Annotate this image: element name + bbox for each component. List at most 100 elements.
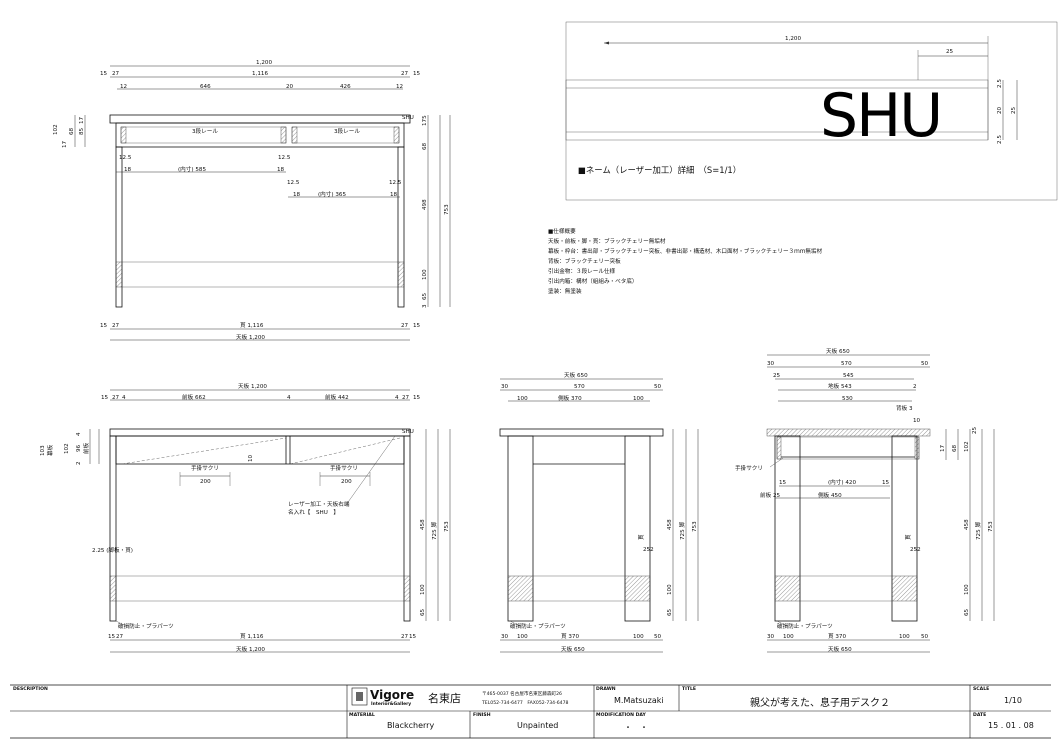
plan-edge-15-r: 15 [413, 71, 421, 77]
section-front-25: 前板 25 [760, 491, 781, 499]
section-b-100b: 100 [899, 634, 910, 640]
front-b-27-l: 27 [116, 634, 124, 640]
side-h-65: 65 [667, 608, 673, 616]
plan-rail-left: 3段レール [192, 127, 218, 135]
plan-h-498: 498 [422, 199, 428, 210]
front-gap-4-l: 4 [122, 395, 126, 401]
front-b-15-l: 15 [108, 634, 116, 640]
side-h-100: 100 [667, 584, 673, 595]
section-h-65: 65 [964, 608, 970, 616]
section-d545: 545 [843, 373, 854, 379]
front-d27-r: 27 [402, 395, 410, 401]
section-h-25: 25 [972, 426, 978, 434]
tb-material: Blackcherry [387, 721, 435, 730]
section-d2: 2 [913, 384, 917, 390]
front-side-2: 2 [76, 461, 82, 465]
plan-clear-right-c: 18 [390, 192, 398, 198]
front-h-725: 725 脚 [430, 522, 438, 540]
side-plate: 側板 370 [558, 394, 582, 402]
front-d15-l: 15 [101, 395, 109, 401]
tb-date: 15 . 01 . 08 [988, 721, 1034, 730]
laser-band: 20 [997, 106, 1003, 114]
section-b-30: 30 [767, 634, 775, 640]
plan-shu-tag: SHU [402, 115, 414, 121]
section-bottom-overall: 天板 650 [828, 645, 852, 653]
section-h-100: 100 [964, 584, 970, 595]
side-h-725: 725 脚 [678, 522, 686, 540]
laser-name-text: SHU [820, 81, 941, 151]
section-h-68: 68 [952, 444, 958, 452]
front-side-102: 102 [64, 443, 70, 454]
front-h-458: 458 [420, 519, 426, 530]
plan-side-175: 175 [422, 115, 428, 126]
plan-b-15-r: 15 [413, 323, 421, 329]
laser-edge-top: 2.5 [997, 79, 1003, 88]
plan-rail-right: 3段レール [334, 127, 360, 135]
front-grip-w-left: 200 [200, 479, 211, 485]
section-foot-note: 破損防止・プラパーツ [777, 622, 833, 630]
plan-side-102: 102 [53, 124, 59, 135]
section-inner-box: (内寸) 420 [828, 478, 856, 486]
front-gap-4-r: 4 [395, 395, 399, 401]
section-d15b: 15 [882, 480, 890, 486]
plan-view: 1,200 15 27 1,116 27 15 12 646 20 426 12… [53, 60, 451, 341]
tb-scale-header: SCALE [973, 687, 990, 692]
spec-note-5: 引出内箱：構材（組組み・べタ底） [548, 277, 638, 285]
plan-b-27-r: 27 [401, 323, 409, 329]
section-top-label: 天板 650 [826, 347, 850, 355]
tb-title: 親父が考えた、息子用デスク２ [750, 698, 890, 709]
tb-material-header: MATERIAL [349, 713, 375, 718]
plan-seg-12-l: 12 [120, 84, 127, 90]
plan-h-753: 753 [444, 204, 450, 215]
section-h-102: 102 [964, 441, 970, 452]
side-h-753: 753 [692, 521, 698, 532]
plan-clear-right-label: (内寸) 365 [318, 190, 346, 198]
tb-store: 名東店 [428, 692, 461, 705]
front-foot-note: 破損防止・プラパーツ [118, 622, 174, 630]
plan-side-17b: 17 [79, 116, 85, 124]
plan-clear-right-a: 12.5 [287, 180, 300, 186]
section-back: 背板 3 [896, 404, 913, 412]
laser-height: 25 [1011, 106, 1017, 114]
front-d15-r: 15 [413, 395, 421, 401]
section-d50: 50 [921, 361, 929, 367]
spec-note-6: 塗装：無塗装 [548, 287, 582, 295]
tb-finish: Unpainted [517, 721, 559, 730]
plan-side-17: 17 [62, 140, 68, 148]
spec-note-0: ■仕様概要 [548, 227, 576, 235]
tb-address-1: 〒465-0037 名古屋市名東区藤森町26 [482, 692, 562, 697]
front-side-maeita: 前板 [82, 442, 90, 454]
front-side-maku: 幕板 [46, 444, 54, 456]
front-bottom-inner: 貫 1,116 [240, 633, 264, 640]
side-top-label: 天板 650 [564, 371, 588, 379]
front-gap-4-m: 4 [287, 395, 291, 401]
front-grip-right: 手掛サクリ [330, 464, 358, 472]
section-side-450: 側板 450 [818, 491, 842, 499]
front-b-27-r: 27 [401, 634, 409, 640]
section-h-725: 725 脚 [974, 522, 982, 540]
section-h-753: 753 [988, 521, 994, 532]
plan-clear-left-c: 18 [277, 167, 285, 173]
side-nuki: 貫 [638, 534, 645, 540]
side-d252: 252 [643, 547, 654, 553]
side-foot-note: 破損防止・プラパーツ [510, 622, 566, 630]
laser-edge-bottom: 2.5 [997, 135, 1003, 144]
front-h-100: 100 [420, 584, 426, 595]
section-h-458: 458 [964, 519, 970, 530]
section-bottom-nuki: 貫 370 [828, 633, 846, 640]
plan-clear-right-d: 12.5 [389, 180, 402, 186]
front-side-4: 4 [76, 432, 82, 436]
tb-mod-header: MODIFICATION DAY [596, 713, 646, 718]
side-d50: 50 [654, 384, 662, 390]
front-grip-left: 手掛サクリ [191, 464, 219, 472]
front-shu-tag: SHU [402, 429, 414, 435]
front-442: 前板 442 [325, 393, 349, 401]
tb-address-2: TEL052-734-6477 FAX052-734-6478 [482, 701, 569, 706]
section-nuki: 貫 [905, 534, 912, 540]
plan-seg-20: 20 [286, 84, 294, 90]
laser-dim-margin: 25 [946, 49, 954, 55]
spec-note-2: 幕板・枠台：書出部・ブラックチェリー突板、非書出部・構造材、木口面材・ブラックチ… [548, 247, 823, 255]
spec-note-3: 背板：ブラックチェリー突板 [548, 257, 621, 265]
plan-b-15-l: 15 [100, 323, 108, 329]
